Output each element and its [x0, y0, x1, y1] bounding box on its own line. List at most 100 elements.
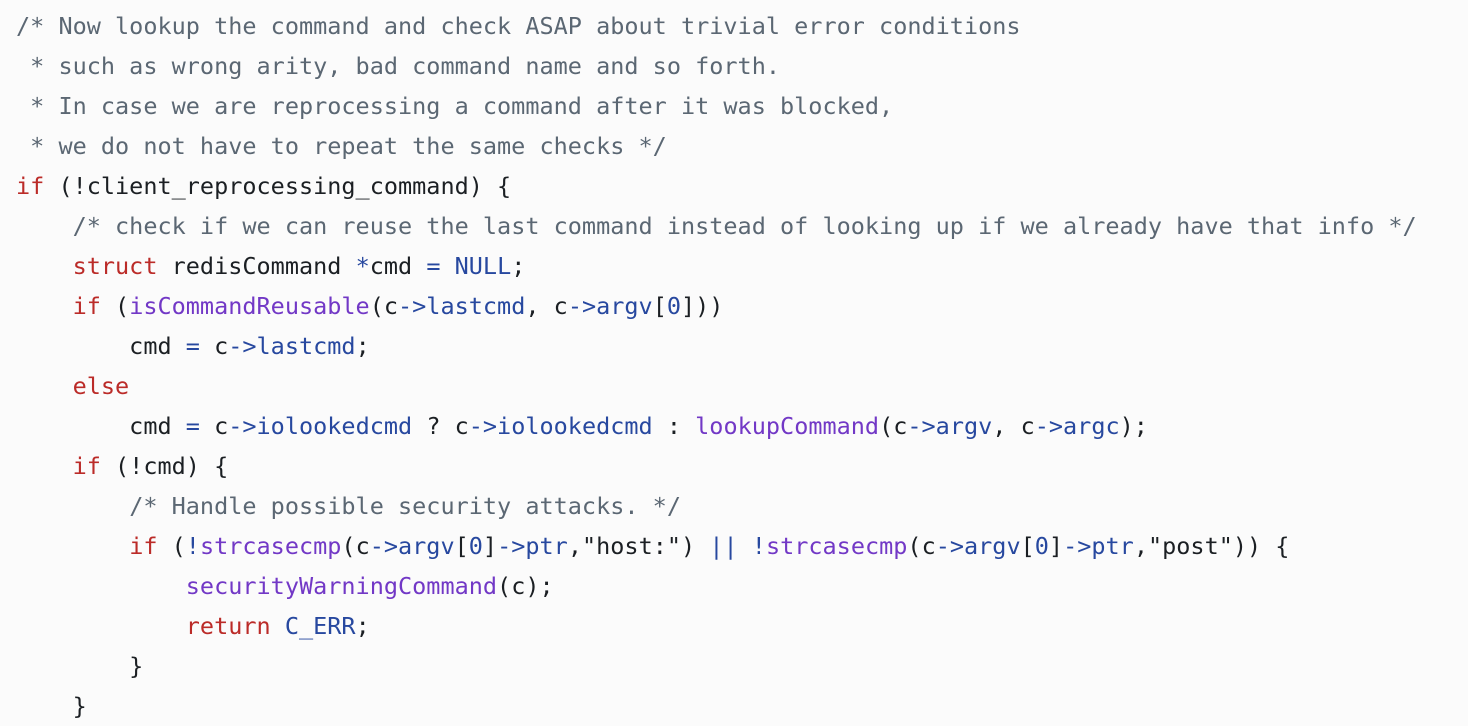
code-token-plain: (!client_reprocessing_command) {: [44, 172, 512, 200]
code-token-plain: [16, 532, 129, 560]
code-token-kw: if: [72, 452, 101, 480]
code-token-plain: , c: [525, 292, 568, 320]
code-token-blue: ->argv: [907, 412, 993, 440]
code-token-kw: else: [72, 372, 130, 400]
code-token-plain: c: [199, 332, 229, 360]
code-line[interactable]: * In case we are reprocessing a command …: [16, 86, 1468, 126]
code-token-plain: cmd: [16, 412, 186, 440]
code-line[interactable]: * such as wrong arity, bad command name …: [16, 46, 1468, 86]
code-token-kw: if: [16, 172, 45, 200]
code-line[interactable]: if (!strcasecmp(c->argv[0]->ptr,"host:")…: [16, 526, 1468, 566]
code-token-kw: struct: [72, 252, 158, 280]
code-token-plain: (: [100, 292, 130, 320]
code-token-kw: if: [72, 292, 101, 320]
code-token-blue: ->argc: [1034, 412, 1120, 440]
code-token-fn: strcasecmp: [199, 532, 342, 560]
code-token-plain: ]: [1048, 532, 1064, 560]
code-token-plain: ;: [355, 612, 370, 640]
code-token-plain: cmd: [16, 332, 186, 360]
code-token-plain: (c);: [497, 572, 554, 600]
code-token-plain: [16, 212, 73, 240]
code-line[interactable]: /* Now lookup the command and check ASAP…: [16, 6, 1468, 46]
code-token-plain: ) {: [1247, 532, 1290, 560]
code-token-plain: );: [1119, 412, 1148, 440]
code-token-kw: return: [185, 612, 271, 640]
code-line[interactable]: if (isCommandReusable(c->lastcmd, c->arg…: [16, 286, 1468, 326]
code-token-plain: [16, 372, 73, 400]
code-token-plain: ;: [511, 252, 526, 280]
code-token-str: ,"post"): [1133, 532, 1248, 560]
code-token-blue: NULL: [454, 252, 512, 280]
code-token-plain: ])): [681, 292, 724, 320]
code-token-fn: securityWarningCommand: [185, 572, 498, 600]
code-token-plain: cmd: [369, 252, 427, 280]
code-token-comment: * we do not have to repeat the same chec…: [16, 132, 667, 160]
code-token-blue: ->iolookedcmd: [468, 412, 653, 440]
code-line[interactable]: cmd = c->lastcmd;: [16, 326, 1468, 366]
code-token-plain: }: [16, 692, 87, 720]
code-token-plain: (c: [369, 292, 399, 320]
code-token-blue: ->ptr: [497, 532, 568, 560]
code-token-blue: 0: [468, 532, 483, 560]
code-line[interactable]: }: [16, 646, 1468, 686]
code-token-fn: isCommandReusable: [129, 292, 370, 320]
code-token-plain: ;: [355, 332, 370, 360]
code-token-fn: lookupCommand: [695, 412, 880, 440]
code-token-blue: !: [751, 532, 766, 560]
code-token-blue: ->argv: [935, 532, 1021, 560]
code-token-blue: 0: [1034, 532, 1049, 560]
code-token-plain: (c: [879, 412, 908, 440]
code-token-plain: [16, 452, 73, 480]
code-token-comment: * In case we are reprocessing a command …: [16, 92, 894, 120]
code-token-blue: ->lastcmd: [228, 332, 356, 360]
code-line[interactable]: else: [16, 366, 1468, 406]
code-line[interactable]: }: [16, 686, 1468, 726]
code-token-plain: :: [652, 412, 696, 440]
code-token-plain: [738, 532, 752, 560]
code-token-blue: =: [185, 412, 200, 440]
code-line[interactable]: return C_ERR;: [16, 606, 1468, 646]
code-token-blue: *: [355, 252, 370, 280]
code-token-plain: ]: [482, 532, 498, 560]
code-token-kw: if: [129, 532, 158, 560]
code-line[interactable]: /* Handle possible security attacks. */: [16, 486, 1468, 526]
code-token-blue: C_ERR: [284, 612, 356, 640]
code-token-plain: (c: [341, 532, 370, 560]
code-token-plain: (: [157, 532, 186, 560]
code-token-blue: ->ptr: [1063, 532, 1134, 560]
code-token-blue: 0: [666, 292, 682, 320]
code-token-plain: [16, 612, 186, 640]
code-token-plain: (!cmd) {: [100, 452, 229, 480]
code-token-plain: c: [199, 412, 229, 440]
code-token-comment: /* Handle possible security attacks. */: [129, 492, 681, 520]
code-token-plain: ? c: [412, 412, 469, 440]
code-token-comment: * such as wrong arity, bad command name …: [16, 52, 781, 80]
code-token-blue: !: [185, 532, 200, 560]
code-token-plain: redisCommand: [157, 252, 356, 280]
code-token-blue: ->argv: [369, 532, 455, 560]
code-token-plain: [16, 252, 73, 280]
code-line[interactable]: securityWarningCommand(c);: [16, 566, 1468, 606]
code-line[interactable]: /* check if we can reuse the last comman…: [16, 206, 1468, 246]
code-line[interactable]: struct redisCommand *cmd = NULL;: [16, 246, 1468, 286]
code-line[interactable]: * we do not have to repeat the same chec…: [16, 126, 1468, 166]
code-token-plain: [16, 492, 129, 520]
code-token-plain: [271, 612, 285, 640]
code-line[interactable]: if (!client_reprocessing_command) {: [16, 166, 1468, 206]
code-token-blue: ->iolookedcmd: [228, 412, 413, 440]
code-token-comment: /* check if we can reuse the last comman…: [72, 212, 1417, 240]
code-token-blue: =: [426, 252, 441, 280]
code-token-plain: [16, 572, 186, 600]
code-token-plain: }: [16, 652, 144, 680]
code-line[interactable]: cmd = c->iolookedcmd ? c->iolookedcmd : …: [16, 406, 1468, 446]
code-token-blue: ||: [709, 532, 738, 560]
code-token-plain: [: [1020, 532, 1035, 560]
code-token-blue: ->lastcmd: [398, 292, 526, 320]
code-token-plain: [440, 252, 454, 280]
code-token-plain: , c: [992, 412, 1035, 440]
code-token-str: ,"host:"): [567, 532, 696, 560]
code-token-plain: [16, 292, 73, 320]
code-token-plain: [695, 532, 709, 560]
code-line[interactable]: if (!cmd) {: [16, 446, 1468, 486]
